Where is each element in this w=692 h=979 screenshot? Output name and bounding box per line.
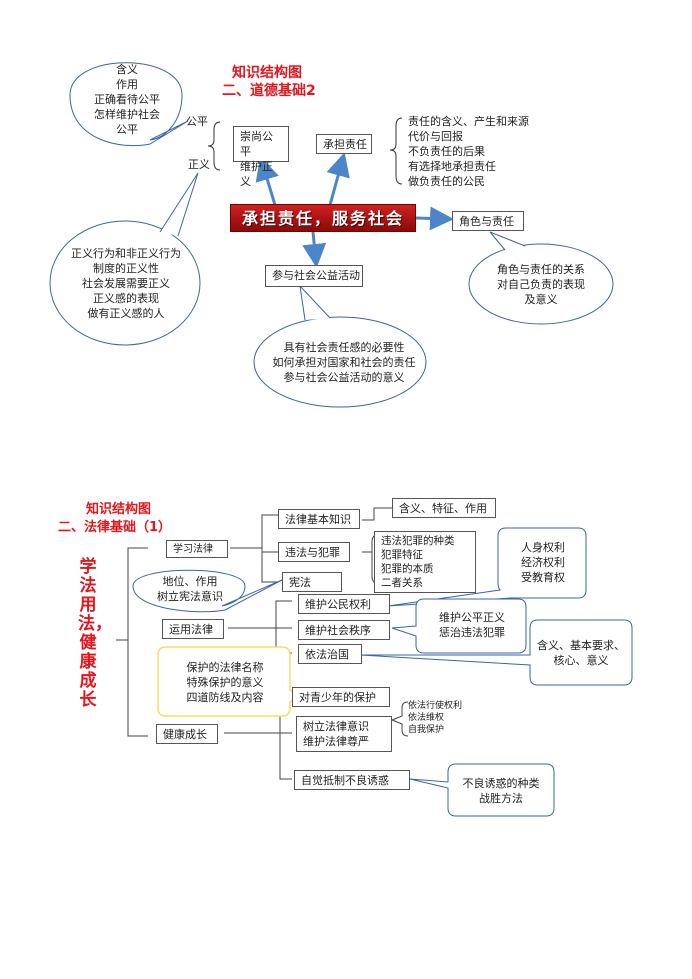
section2-subtitle: 二、法律基础（1） — [58, 520, 172, 535]
bubble-zhengyi-tail — [159, 172, 199, 237]
bubble-order-text: 维护公平正义 惩治违法犯罪 — [439, 611, 505, 639]
bracket-main — [116, 547, 148, 737]
box-order: 维护社会秩序 — [298, 620, 390, 640]
bubble-resist-text: 不良诱惑的种类 战胜方法 — [462, 777, 540, 805]
bubble-order-shape — [391, 598, 527, 654]
bubble-zhengyi-text: 正义行为和非正义行为 制度的正义性 社会发展需要正义 正义感的表现 做有正义感的… — [71, 247, 181, 320]
bubble-rights-shape — [387, 527, 587, 607]
box-rule: 依法治国 — [298, 644, 362, 664]
arrow-to-chongshang — [255, 156, 279, 206]
bubble-constitution-text: 地位、作用 树立宪法意识 — [157, 575, 223, 603]
section1-subtitle: 二、道德基础2 — [222, 83, 316, 99]
box-basic: 法律基本知识 — [278, 509, 360, 529]
bubble-canyu-shape — [253, 316, 427, 408]
central-theme: 承担责任，服务社会 — [230, 204, 416, 232]
awareness-detail: 依法行使权利 依法维权 自我保护 — [408, 701, 463, 735]
bubble-rule-shape — [359, 619, 633, 686]
bubble-juese-text: 角色与责任的关系 对自己负责的表现 及意义 — [497, 263, 585, 306]
bubble-juese-shape — [468, 243, 614, 325]
arrow-to-chengdan — [326, 152, 350, 206]
box-protect: 对青少年的保护 — [292, 687, 390, 707]
box-constitution: 宪法 — [282, 572, 342, 592]
arrow-to-canyu — [302, 231, 327, 268]
section2-title: 知识结构图 — [86, 502, 152, 517]
list-chengdan: 责任的含义、产生和来源 代价与回报 不负责任的后果 有选择地承担责任 做负责任的… — [408, 115, 529, 188]
bubble-resist-shape — [409, 763, 555, 817]
brace-awareness — [390, 701, 409, 737]
box-use: 运用法律 — [162, 619, 224, 639]
box-awareness: 树立法律意识 维护法律尊严 — [296, 716, 392, 752]
box-resist: 自觉抵制不良诱惑 — [294, 770, 410, 790]
brace-gongping — [207, 121, 221, 171]
vertical-title: 学法用法，健康成长 — [78, 557, 112, 710]
box-crime-detail: 违法犯罪的种类 犯罪特征 犯罪的本质 二者关系 — [374, 531, 476, 593]
bubble-rights-text: 人身权利 经济权利 受教育权 — [521, 541, 565, 584]
box-canyu: 参与社会公益活动 — [265, 265, 363, 287]
arrow-to-juese — [415, 206, 454, 231]
bubble-constitution-shape — [132, 569, 283, 613]
bubble-juese-tail — [489, 231, 526, 251]
brace-basic — [362, 507, 392, 521]
box-basic-detail: 含义、特征、作用 — [392, 498, 496, 518]
box-health: 健康成长 — [156, 724, 218, 744]
box-chongshang: 崇尚公平 维护正义 — [233, 126, 289, 188]
box-rights: 维护公民权利 — [298, 594, 390, 614]
brace-chengdan-list — [389, 117, 403, 185]
bubble-top-left-text: 含义 作用 正确看待公平 怎样维护社会 公平 — [94, 63, 160, 136]
label-gongping: 公平 — [186, 115, 208, 128]
label-zhengyi: 正义 — [188, 158, 210, 171]
section1-title: 知识结构图 — [232, 65, 302, 81]
bubble-protect-text: 保护的法律名称 特殊保护的意义 四道防线及内容 — [186, 661, 264, 704]
box-crime: 违法与犯罪 — [278, 542, 350, 562]
bracket-learn — [230, 514, 278, 583]
bubble-rule-text: 含义、基本要求、 核心、意义 — [537, 639, 625, 667]
bracket-use — [228, 600, 292, 654]
box-juese: 角色与责任 — [452, 211, 524, 231]
bubble-canyu-tail — [299, 284, 331, 321]
bubble-top-left-shape — [69, 62, 189, 147]
bubble-canyu-text: 具有社会责任感的必要性 如何承担对国家和社会的责任 参与社会公益活动的意义 — [272, 341, 416, 384]
bubble-zhengyi-shape — [49, 220, 201, 346]
box-chengdan: 承担责任 — [316, 134, 372, 154]
box-learn: 学习法律 — [166, 540, 228, 558]
